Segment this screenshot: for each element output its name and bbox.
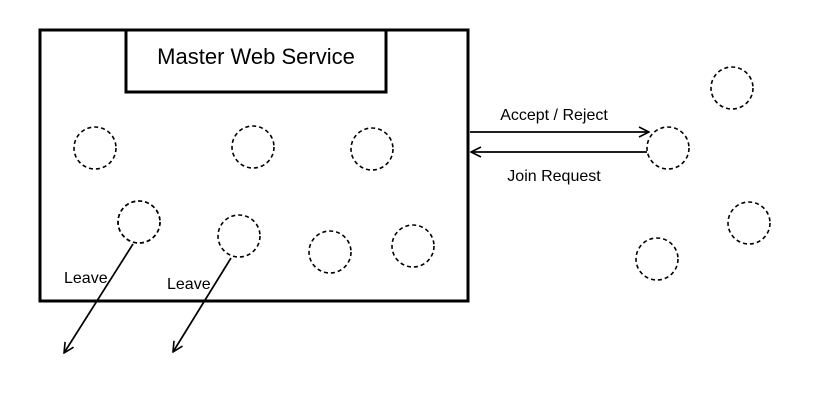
external-node <box>635 237 679 281</box>
leave-arrow <box>173 257 232 352</box>
outside-nodes <box>635 66 771 281</box>
service-node <box>73 126 117 170</box>
joining-node <box>646 126 690 170</box>
service-node <box>217 214 261 258</box>
leave-arrow <box>64 243 134 353</box>
leave-label: Leave <box>167 276 211 293</box>
external-node <box>727 201 771 245</box>
accept-reject-label: Accept / Reject <box>500 107 608 124</box>
service-node <box>308 230 352 274</box>
join-request-label: Join Request <box>507 168 601 185</box>
service-node <box>391 224 435 268</box>
master-web-service-box <box>124 28 388 94</box>
external-node <box>710 66 754 110</box>
service-node <box>117 200 161 244</box>
master-web-service-title: Master Web Service <box>157 44 355 69</box>
leave-label: Leave <box>64 270 108 287</box>
service-node <box>231 125 275 169</box>
service-node <box>350 127 394 171</box>
